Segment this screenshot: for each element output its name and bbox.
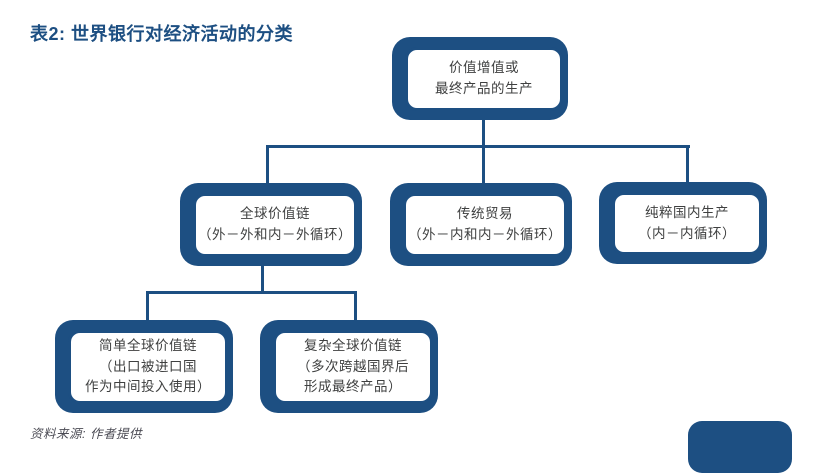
connector-root-down	[482, 108, 485, 148]
node-text-line: 形成最终产品）	[304, 379, 402, 395]
node-box-complex-gvc: 复杂全球价值链 （多次跨越国界后 形成最终产品）	[273, 330, 433, 404]
node-global-value-chain: 全球价值链 （外－外和内－外循环）	[180, 183, 362, 266]
node-box-global-value-chain: 全球价值链 （外－外和内－外循环）	[193, 193, 357, 257]
node-text-line: 复杂全球价值链	[304, 337, 402, 353]
node-pure-domestic-production: 纯粹国内生产 （内－内循环）	[599, 182, 767, 264]
connector-to-gvc	[266, 145, 269, 191]
node-box-value-added: 价值增值或 最终产品的生产	[405, 47, 563, 111]
node-text-line: （出口被进口国	[99, 358, 197, 374]
node-text-line: （外－外和内－外循环）	[198, 227, 352, 242]
decorative-corner-shape	[688, 421, 792, 473]
connector-to-complex-gvc	[354, 291, 357, 337]
connector-gvc-down	[261, 252, 264, 294]
node-text-line: 全球价值链	[240, 206, 310, 222]
node-simple-gvc: 简单全球价值链 （出口被进口国 作为中间投入使用）	[55, 320, 233, 413]
node-value-added: 价值增值或 最终产品的生产	[392, 37, 568, 120]
node-box-pure-domestic-production: 纯粹国内生产 （内－内循环）	[612, 192, 762, 255]
node-text-line: 简单全球价值链	[99, 337, 197, 353]
node-text-line: （外－内和内－外循环）	[408, 227, 562, 242]
source-note: 资料来源: 作者提供	[30, 427, 142, 441]
connector-level2-horizontal	[266, 145, 690, 148]
node-complex-gvc: 复杂全球价值链 （多次跨越国界后 形成最终产品）	[260, 320, 438, 413]
node-box-simple-gvc: 简单全球价值链 （出口被进口国 作为中间投入使用）	[68, 330, 228, 404]
connector-level3-horizontal	[146, 291, 357, 294]
node-text-line: 传统贸易	[457, 206, 513, 222]
node-text-line: 纯粹国内生产	[645, 204, 729, 220]
node-text-line: 最终产品的生产	[435, 81, 533, 96]
node-text-line: 价值增值或	[449, 60, 519, 76]
node-box-traditional-trade: 传统贸易 （外－内和内－外循环）	[403, 193, 567, 257]
connector-to-domestic	[686, 145, 689, 191]
node-text-line: （多次跨越国界后	[297, 358, 409, 374]
node-traditional-trade: 传统贸易 （外－内和内－外循环）	[390, 183, 572, 266]
connector-to-traditional	[482, 145, 485, 191]
node-text-line: （内－内循环）	[638, 225, 736, 241]
diagram-title: 表2: 世界银行对经济活动的分类	[30, 24, 294, 44]
node-text-line: 作为中间投入使用）	[85, 379, 211, 395]
connector-to-simple-gvc	[146, 291, 149, 337]
